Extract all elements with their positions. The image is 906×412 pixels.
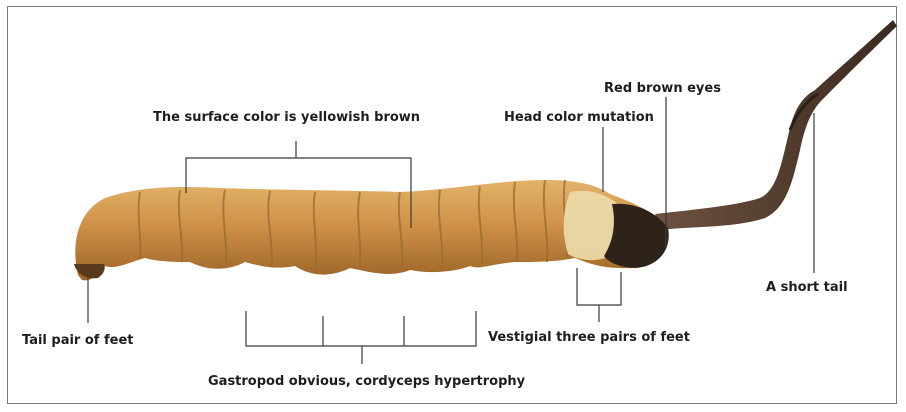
larva-body [74, 180, 669, 280]
gastropod-bracket [246, 311, 476, 346]
label-gastropod: Gastropod obvious, cordyceps hypertrophy [208, 374, 526, 389]
stroma-shape [655, 20, 897, 230]
label-tail-feet: Tail pair of feet [22, 333, 134, 348]
label-short-tail: A short tail [766, 280, 848, 295]
label-red-eyes: Red brown eyes [604, 81, 721, 96]
vestigial-bracket [577, 268, 621, 305]
label-surface-color: The surface color is yellowish brown [153, 110, 420, 125]
label-head-color: Head color mutation [504, 110, 654, 125]
label-vestigial-feet: Vestigial three pairs of feet [488, 330, 690, 345]
